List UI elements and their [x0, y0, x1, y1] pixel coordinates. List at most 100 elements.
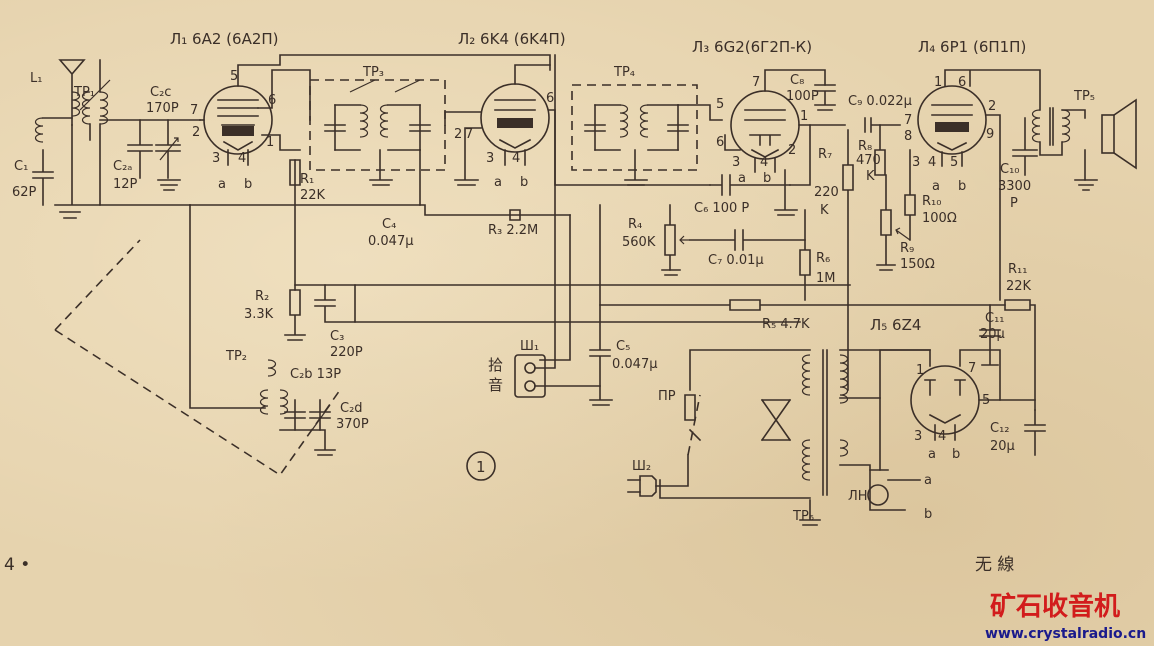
label-pickup-1: 拾	[488, 356, 503, 374]
pin-t4: 9	[986, 127, 994, 142]
value-r10: 100Ω	[922, 211, 957, 226]
label-c6: C₆ 100 P	[694, 201, 749, 216]
value-c2a: 12P	[113, 177, 138, 192]
pin-t2: 2	[454, 127, 462, 142]
pin-b-t4: b	[958, 179, 966, 194]
label-r9: R₉	[900, 241, 914, 256]
label-c2b: C₂b 13P	[290, 367, 341, 382]
value-c1: 62P	[12, 185, 37, 200]
label-tp5: TP₅	[1073, 89, 1095, 104]
tube-l3	[724, 69, 836, 216]
label-r2: R₂	[255, 289, 269, 304]
value-c2d: 370P	[336, 417, 369, 432]
label-c3: C₃	[330, 329, 344, 344]
pin-t4: 3	[912, 155, 920, 170]
pin-t4: 6	[958, 75, 966, 90]
value-r4: 560K	[622, 235, 656, 250]
pin-a-out: a	[924, 473, 932, 488]
label-r4: R₄	[628, 217, 642, 232]
pin-t5: 3	[914, 429, 922, 444]
label-r10: R₁₀	[922, 194, 941, 209]
watermark-url: www.crystalradio.cn	[985, 626, 1146, 642]
unit-c10: P	[1010, 196, 1018, 211]
pin-t5: 5	[982, 393, 990, 408]
value-r11: 22K	[1006, 279, 1032, 294]
label-r3: R₃ 2.2M	[488, 223, 538, 238]
label-sh2: Ш₂	[632, 459, 651, 474]
label-c2a: C₂ₐ	[113, 159, 132, 174]
value-r2: 3.3K	[244, 307, 274, 322]
value-c2c: 170P	[146, 101, 179, 116]
value-r9: 150Ω	[900, 257, 935, 272]
pin-t4: 1	[934, 75, 942, 90]
label-tp4: TP₄	[613, 65, 635, 80]
pin-t3: 2	[788, 143, 796, 158]
label-tp6: TP₆	[792, 509, 814, 524]
pin-t1: 6	[268, 93, 276, 108]
pin-t3: 5	[716, 97, 724, 112]
label-r8: R₈	[858, 139, 872, 154]
label-c7: C₇ 0.01μ	[708, 253, 764, 268]
unit-r7: K	[820, 203, 829, 218]
pin-t1: 1	[266, 135, 274, 150]
page-number: 4 •	[4, 555, 30, 575]
value-r8: 470	[856, 153, 881, 168]
value-r7: 220	[814, 185, 839, 200]
unit-r8: K	[866, 169, 875, 184]
pin-a-t4: a	[932, 179, 940, 194]
pin-a-t2: a	[494, 175, 502, 190]
label-c2c: C₂c	[150, 85, 171, 100]
antenna-input-stage	[32, 59, 201, 219]
label-tube1: Л₁ 6A2 (6A2П)	[170, 30, 279, 48]
pin-t1: 2	[192, 125, 200, 140]
value-c8: 100P	[786, 89, 819, 104]
pin-t1: 3	[212, 151, 220, 166]
value-c10: 3300	[998, 179, 1031, 194]
pin-t4: 4	[928, 155, 936, 170]
pin-t5: 7	[968, 361, 976, 376]
pin-t4: 2	[988, 99, 996, 114]
label-c1: C₁	[14, 159, 28, 174]
pin-b-t5: b	[952, 447, 960, 462]
label-tp1: TP₁	[73, 85, 95, 100]
label-c5: C₅	[616, 339, 630, 354]
if-transformer-tp4	[571, 84, 723, 186]
pickup-jack	[514, 54, 601, 398]
tube-l4	[876, 69, 1041, 301]
pin-a-t5: a	[928, 447, 936, 462]
pin-t3: 7	[752, 75, 760, 90]
label-fuse: ПР	[658, 389, 676, 404]
power-supply	[189, 159, 1046, 456]
pin-t2: 7	[465, 127, 473, 142]
label-tp2: TP₂	[225, 349, 247, 364]
label-tube4: Л₄ 6P1 (6П1П)	[918, 38, 1026, 56]
pin-t4: 7	[904, 113, 912, 128]
label-c11: C₁₁	[985, 311, 1005, 326]
label-tube3: Л₃ 6G2(6Г2П-К)	[692, 38, 812, 56]
pin-a-t1: a	[218, 177, 226, 192]
pin-t3: 1	[800, 109, 808, 124]
watermark-logo: 矿石收音机	[990, 591, 1120, 622]
pin-t2: 6	[546, 91, 554, 106]
label-c2d: C₂d	[340, 401, 363, 416]
pin-t1: 7	[190, 103, 198, 118]
pin-t3: 4	[760, 155, 768, 170]
pin-t4: 8	[904, 129, 912, 144]
oscillator-tp2	[54, 239, 341, 477]
label-tp3: TP₃	[362, 65, 384, 80]
value-c5: 0.047μ	[612, 357, 658, 372]
if-transformer-tp3	[309, 79, 446, 206]
label-tube2: Л₂ 6K4 (6K4П)	[458, 30, 566, 48]
label-l1: L₁	[30, 71, 42, 86]
label-c10: C₁₀	[1000, 162, 1020, 177]
pin-b-t3: b	[763, 171, 771, 186]
value-c4: 0.047μ	[368, 234, 414, 249]
pin-t1: 5	[230, 69, 238, 84]
pin-t5: 1	[916, 363, 924, 378]
label-c9: C₉ 0.022μ	[848, 94, 912, 109]
pin-t2: 3	[486, 151, 494, 166]
mains-plug	[627, 394, 702, 497]
component-labels: Л₁ 6A2 (6A2П) Л₂ 6K4 (6K4П) Л₃ 6G2(6Г2П-…	[12, 30, 1095, 524]
figure-number: 1	[466, 451, 496, 481]
pin-b-out: b	[924, 507, 932, 522]
